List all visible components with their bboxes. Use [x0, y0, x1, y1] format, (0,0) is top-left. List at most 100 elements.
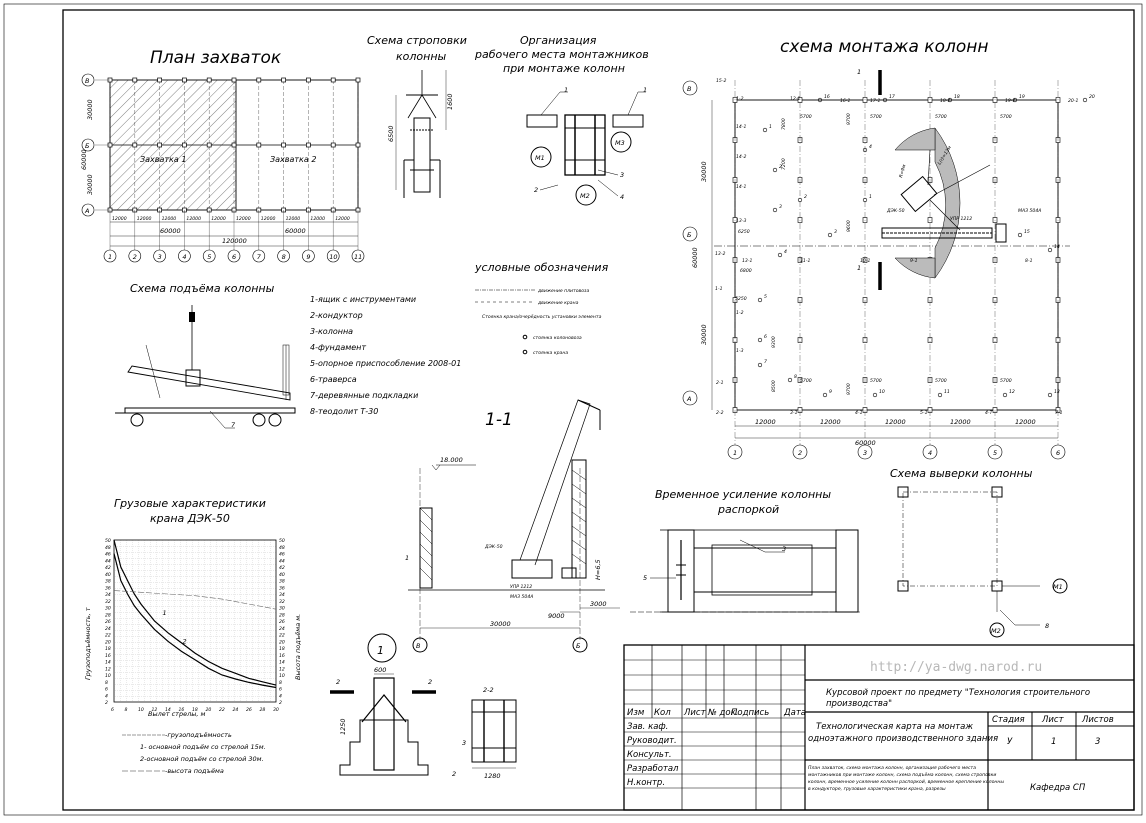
node-label-2b: 2	[428, 678, 432, 686]
tb-role: Руководит.	[627, 736, 677, 746]
chart-y-tick: 36	[105, 585, 111, 591]
plan-axis-bubble	[202, 249, 216, 263]
mount-row-label: 9-1	[910, 258, 918, 264]
plan-span-dim: 12000	[186, 216, 201, 222]
plan-column	[231, 77, 237, 83]
mount-row-label: 17-1	[870, 98, 881, 104]
chart-y-tick: 46	[105, 552, 111, 558]
lifting-list-item: 2-кондуктор	[310, 311, 363, 320]
chart-y2-tick: 22	[279, 633, 285, 639]
plan-row-letter: Б	[85, 142, 90, 150]
tb-contents-line: монтажников при монтаже колонн, схема по…	[808, 772, 996, 778]
chart-y2-tick: 10	[279, 673, 285, 679]
title-stage: У	[1007, 737, 1013, 747]
chart-y-tick: 4	[105, 693, 108, 699]
plan-column	[132, 77, 138, 83]
section-1-1: 1-1 18.000 ДЭК-50 УПР 1212 МАЗ 504А 1 Н=…	[405, 399, 620, 653]
mount-inner-vdim: 9300	[771, 336, 777, 348]
mount-stop-num: 5	[764, 294, 767, 300]
mount-stop	[827, 232, 833, 238]
mount-stop	[777, 252, 783, 258]
mount-stop	[1012, 97, 1018, 103]
mount-stop-num: 3	[834, 229, 837, 235]
chart-y-tick: 24	[105, 626, 111, 632]
plan-axis-bubble	[277, 249, 290, 263]
lifting-label-7: 7	[231, 421, 236, 429]
plan-span-dim: 12000	[335, 216, 350, 222]
section-d30000: 30000	[490, 620, 511, 628]
chart-x-tick: 16	[179, 707, 185, 713]
plan-axis-bubble	[351, 249, 365, 263]
plan-column	[157, 142, 162, 148]
mount-stop-num: 9	[829, 389, 832, 395]
workplace-lbl-1b: 1	[643, 86, 647, 94]
tb-header-cell: Лист	[683, 708, 707, 718]
chart-title-1: Грузовые характеристики	[114, 497, 266, 510]
mount-axis-num: 4	[928, 449, 932, 457]
chart-x-tick: 28	[260, 707, 266, 713]
mount-row-label: 4-Т	[985, 410, 994, 416]
chart-x-tick: 8	[125, 707, 128, 713]
chart-series-line	[113, 539, 277, 686]
plan-row-bubble	[81, 138, 95, 152]
mount-stop-num: 20	[1089, 94, 1095, 100]
chart-y2-tick: 48	[279, 545, 285, 551]
plan-column	[206, 142, 212, 148]
mount-row-label: 1-3	[736, 348, 744, 354]
chart-legend-2: 2-основной подъём со стрелой 30м.	[140, 755, 264, 763]
plan-span-dim: 12000	[261, 216, 276, 222]
mount-inner-vdim: 8500	[771, 380, 777, 392]
plan-column	[330, 77, 336, 83]
mount-axis-num: 1	[733, 449, 737, 457]
plan-column	[306, 77, 311, 83]
mount-stop-num: 4	[869, 144, 872, 150]
mount-stop-num: 16	[824, 94, 830, 100]
mounting-title: схема монтажа колонн	[780, 37, 988, 57]
mount-row-label: 7-1	[1055, 410, 1063, 416]
workplace-lbl-4: 4	[620, 193, 624, 201]
title-url: http://ya-dwg.narod.ru	[870, 660, 1042, 675]
chart-y2-tick: 18	[279, 646, 285, 652]
title-project-1: Курсовой проект по предмету "Технология …	[826, 688, 1090, 698]
chart-y-tick: 22	[105, 633, 111, 639]
plan-row-letter: А	[84, 207, 89, 215]
mount-inner-dim: 5700	[800, 114, 812, 120]
plan-axis-bubble	[326, 249, 340, 263]
mount-stop	[762, 127, 768, 133]
plan-dim-60a: 60000	[160, 227, 181, 235]
lifting-list-item: 7-деревянные подкладки	[310, 391, 418, 400]
mount-stop	[882, 97, 888, 103]
mount-stop-num: 6	[764, 334, 767, 340]
slinging-title-2: колонны	[396, 50, 447, 63]
mount-row-label: 14-1	[736, 184, 747, 190]
tb-role: Консульт.	[627, 750, 672, 760]
plan-dim-60b: 60000	[285, 227, 306, 235]
mount-stop	[772, 207, 778, 213]
section-trailer-label: УПР 1212	[510, 584, 532, 590]
chart-series-line	[113, 590, 277, 610]
workplace-m3: М3	[615, 139, 625, 147]
slinging-scheme: Схема строповки колонны 1600 6500	[367, 34, 467, 198]
chart-y2-tick: 24	[279, 626, 285, 632]
workplace-lbl-3: 3	[620, 171, 624, 179]
plan-axis-bubble	[128, 249, 142, 263]
plan-column	[355, 77, 361, 83]
chart-y-tick: 16	[105, 653, 111, 659]
mount-inner-dim: 5700	[870, 114, 882, 120]
plan-of-zones: План захваток Захватка 1 Захватка 2 1200…	[80, 48, 365, 263]
title-dept: Кафедра СП	[1030, 783, 1086, 793]
chart-y2label: Высота подъёма м.	[294, 614, 302, 680]
mount-stop-num: 3	[779, 204, 782, 210]
chart-y2-tick: 6	[279, 687, 282, 693]
tb-role: Зав. каф.	[627, 722, 668, 732]
mount-truck-label: МАЗ 504А	[1018, 208, 1041, 214]
chart-y2-tick: 16	[279, 653, 285, 659]
mount-axis-bubble	[727, 444, 743, 460]
mount-stop-num: 2	[779, 164, 782, 170]
plan-axis-num: 11	[354, 253, 362, 261]
plan-axis-num: 7	[257, 253, 262, 261]
mount-stop	[1002, 392, 1008, 398]
mount-row-label: 15-2	[716, 78, 727, 84]
mount-row-label: 1-1	[715, 286, 723, 292]
chart-title-2: крана ДЭК-50	[150, 512, 230, 525]
